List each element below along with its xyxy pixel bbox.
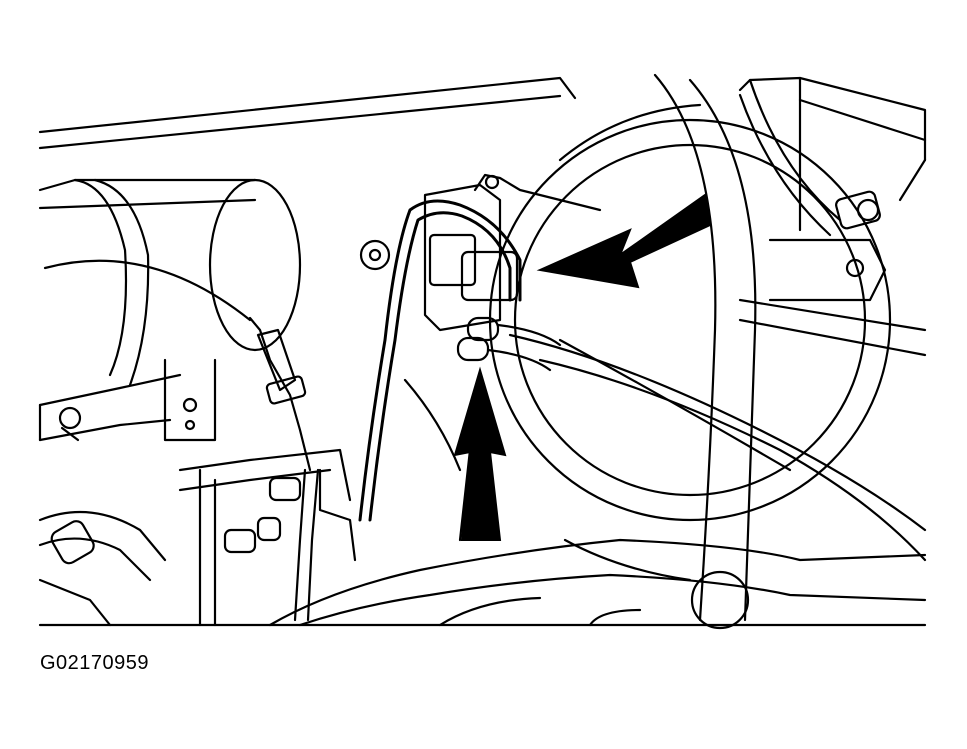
mid-right-mount (738, 238, 927, 357)
callout-arrow-fittings (453, 366, 507, 541)
callout-arrow-connector (536, 193, 712, 289)
twin-hose-fittings (456, 316, 562, 372)
wiring-harness (508, 333, 927, 562)
curved-vertical-pipe (653, 73, 757, 622)
right-disc-component (488, 103, 892, 582)
left-cylinder-component (38, 178, 302, 442)
lower-body-panels (268, 378, 927, 630)
left-sensor-wire (43, 259, 320, 622)
upper-right-bracket (738, 76, 927, 237)
figure-id-code: G02170959 (40, 652, 150, 674)
hood-panel-edge (38, 76, 577, 150)
braided-harness-loop (358, 199, 522, 522)
electrical-connector-block (359, 173, 602, 332)
lower-left-brake-lines (38, 448, 357, 627)
